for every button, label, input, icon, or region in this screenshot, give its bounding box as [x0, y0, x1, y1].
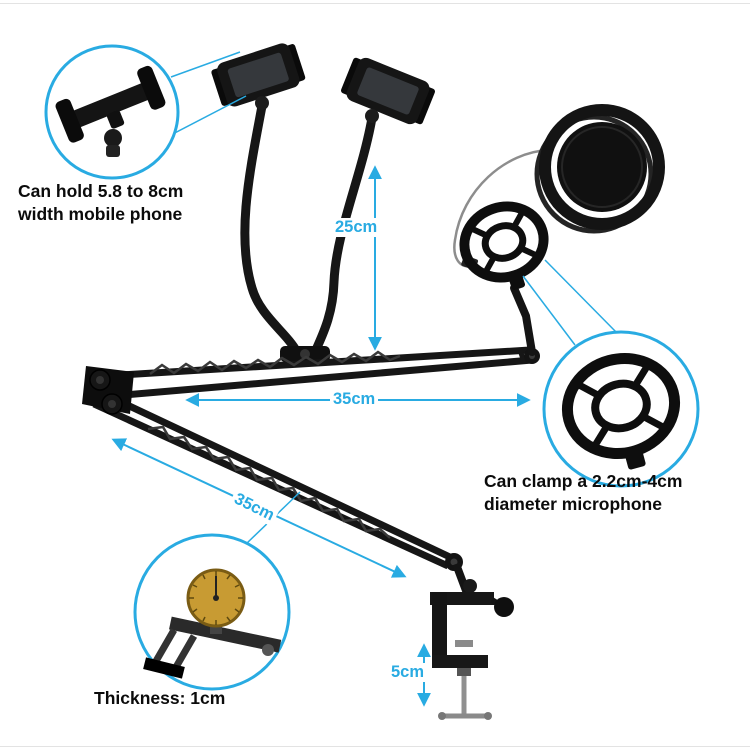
shock-mount-arm — [510, 284, 536, 356]
clamp-knob — [494, 597, 514, 617]
pop-filter-gooseneck — [453, 148, 550, 268]
gooseneck-left — [240, 101, 302, 357]
desk-clamp — [430, 562, 514, 720]
phone-callout — [44, 44, 247, 180]
mic-diameter-caption: Can clamp a 2.2cm-4cm diameter microphon… — [484, 471, 683, 515]
phone-holder-right — [340, 57, 436, 125]
phone-clamp-zoom-icon — [55, 65, 166, 143]
gooseneck-right — [310, 113, 377, 357]
pop-filter — [453, 104, 665, 270]
measure-35cm-upper-label: 35cm — [330, 390, 379, 409]
boom-arm-lower — [92, 390, 463, 571]
phone-capacity-caption: Can hold 5.8 to 8cm width mobile phone — [18, 181, 184, 225]
bottom-divider — [0, 746, 750, 747]
arm-pivot — [82, 366, 134, 415]
phone-holder-left — [211, 43, 306, 107]
shock-mount — [459, 201, 549, 290]
measure-5cm-label: 5cm — [388, 663, 428, 682]
caliper-zoom-icon — [143, 568, 282, 679]
ball-joint-left — [255, 96, 269, 110]
shock-mount-zoom-icon — [561, 352, 681, 470]
measure-25cm-label: 25cm — [332, 218, 381, 237]
clamp-screw — [438, 668, 492, 720]
ball-joint-right — [365, 109, 379, 123]
mic-callout — [522, 259, 700, 488]
thickness-caption: Thickness: 1cm — [94, 688, 226, 708]
thickness-callout — [133, 491, 301, 691]
top-divider — [0, 3, 750, 4]
spring-upper — [149, 350, 401, 375]
